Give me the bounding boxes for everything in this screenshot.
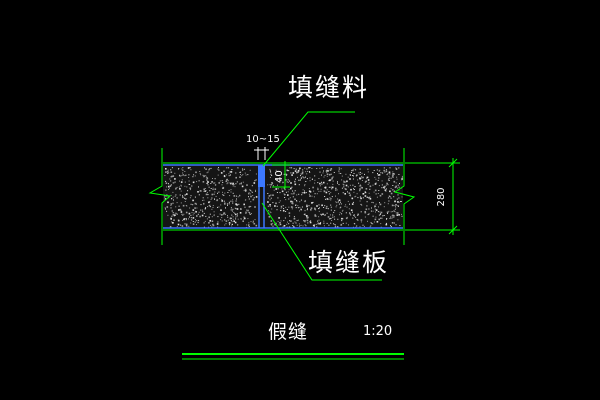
filler-depth-label: 40 [274, 170, 285, 183]
joint-filler-label: 填缝料 [288, 73, 369, 102]
joint-filler-leader [262, 111, 355, 167]
slab-thickness-label: 280 [436, 187, 447, 206]
joint-board-leader [261, 202, 382, 281]
drawing-title: 假缝 [268, 321, 308, 343]
thickness-tick-bottom [448, 225, 458, 235]
right-break-line [393, 148, 416, 245]
concrete-aggregate-texture [164, 167, 403, 229]
left-break-line [148, 148, 172, 245]
joint-width-label: 10~15 [246, 134, 280, 145]
thickness-tick-top [448, 158, 458, 168]
drawing-scale: 1:20 [363, 324, 392, 339]
joint-filler-strip [258, 165, 265, 187]
joint-board-label: 填缝板 [308, 248, 389, 277]
